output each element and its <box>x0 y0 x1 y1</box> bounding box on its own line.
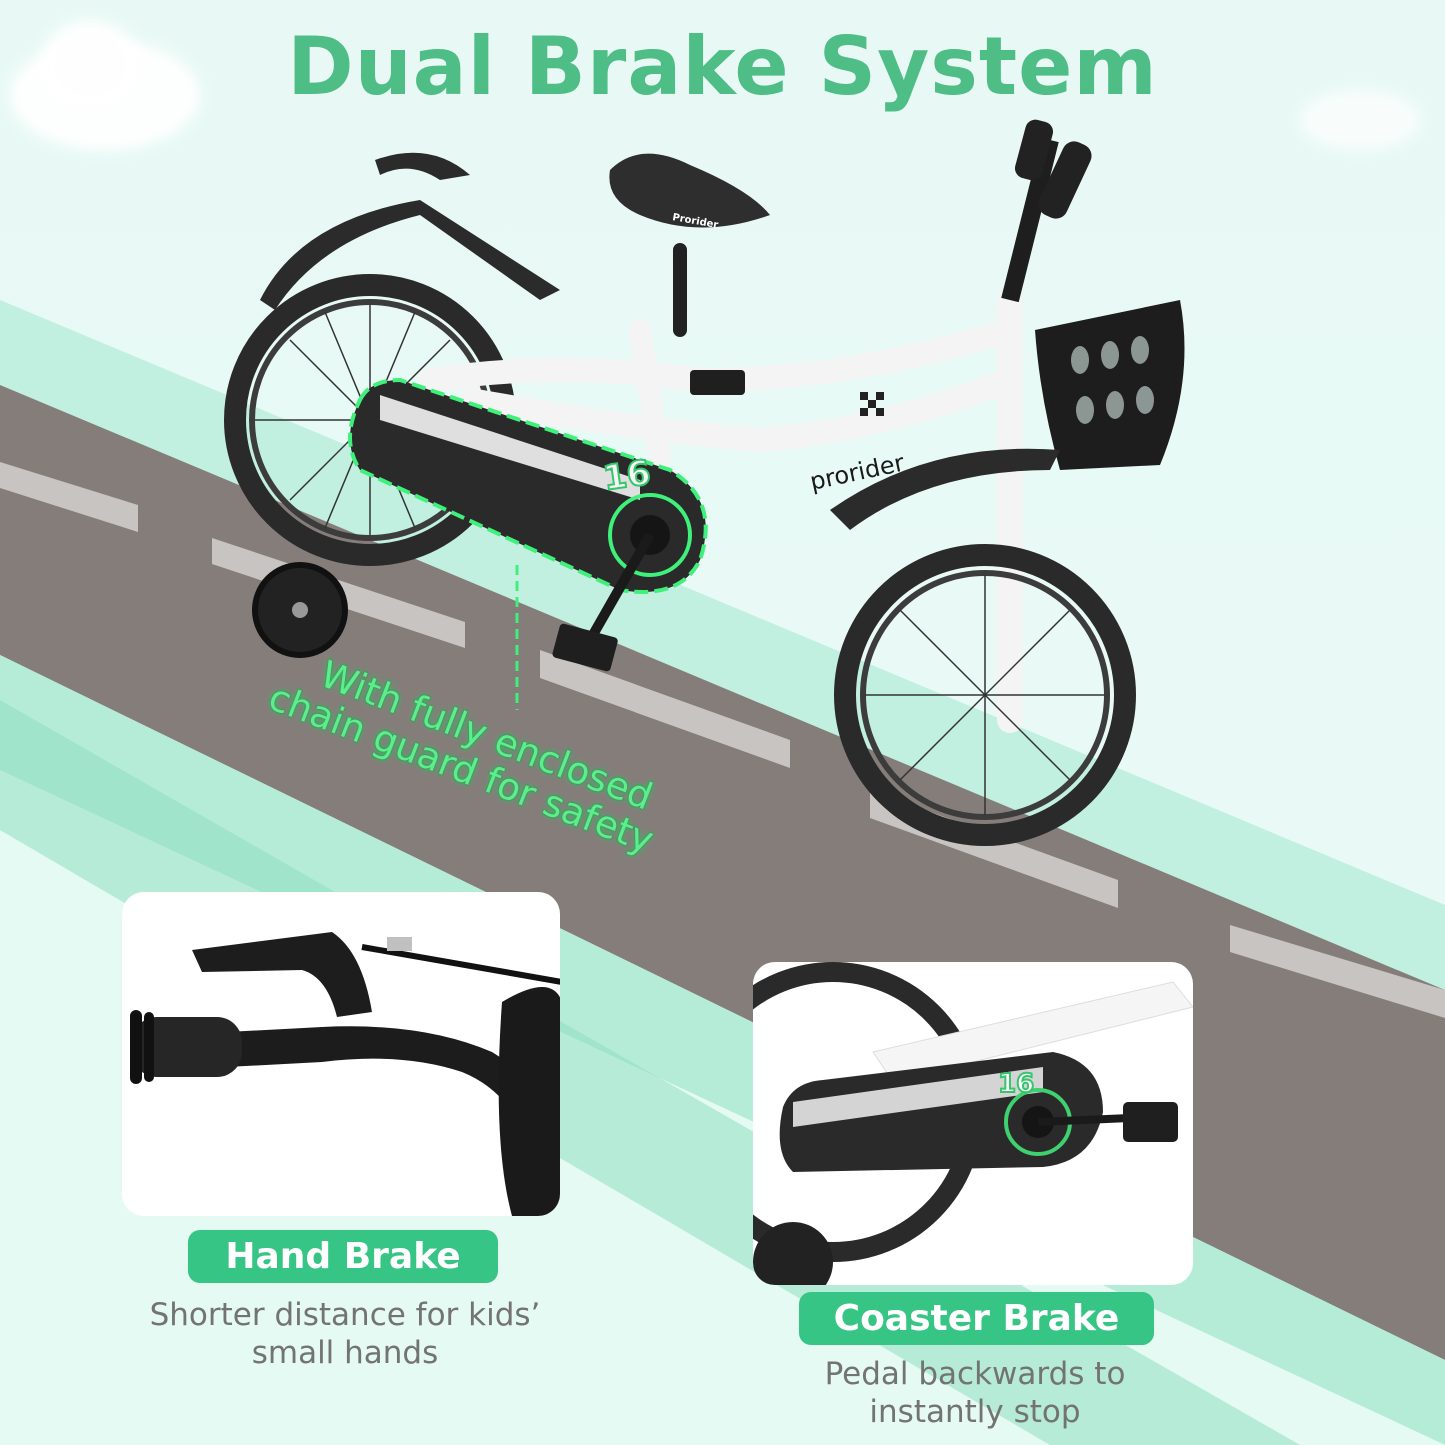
svg-text:16: 16 <box>998 1069 1034 1099</box>
checker-decal <box>860 392 884 416</box>
cloud-decoration <box>40 20 140 110</box>
pedal <box>552 623 618 672</box>
hand-brake-badge: Hand Brake <box>188 1230 498 1283</box>
front-wheel <box>834 544 1136 846</box>
front-fender <box>830 448 1060 530</box>
coaster-brake-photo-card: 16 <box>753 962 1193 1285</box>
desc-line: instantly stop <box>869 1394 1081 1430</box>
svg-text:16: 16 <box>601 453 653 499</box>
hand-brake-photo-card <box>122 892 560 1216</box>
page-title: Dual Brake System <box>287 20 1158 113</box>
coaster-brake-badge: Coaster Brake <box>799 1292 1154 1345</box>
desc-line: Shorter distance for kids’ <box>149 1297 541 1333</box>
hand-brake-illustration <box>130 932 560 1216</box>
handlebar <box>1001 119 1092 303</box>
cloud-decoration <box>1300 90 1420 150</box>
desc-line: Pedal backwards to <box>824 1356 1126 1392</box>
coaster-brake-illustration: 16 <box>753 962 1193 1285</box>
bike-seat <box>609 153 770 228</box>
desc-line: small hands <box>251 1335 439 1371</box>
hand-brake-description: Shorter distance for kids’ small hands <box>110 1296 580 1372</box>
front-basket <box>1035 300 1185 470</box>
rear-fender <box>375 152 470 180</box>
coaster-brake-description: Pedal backwards to instantly stop <box>760 1355 1190 1431</box>
